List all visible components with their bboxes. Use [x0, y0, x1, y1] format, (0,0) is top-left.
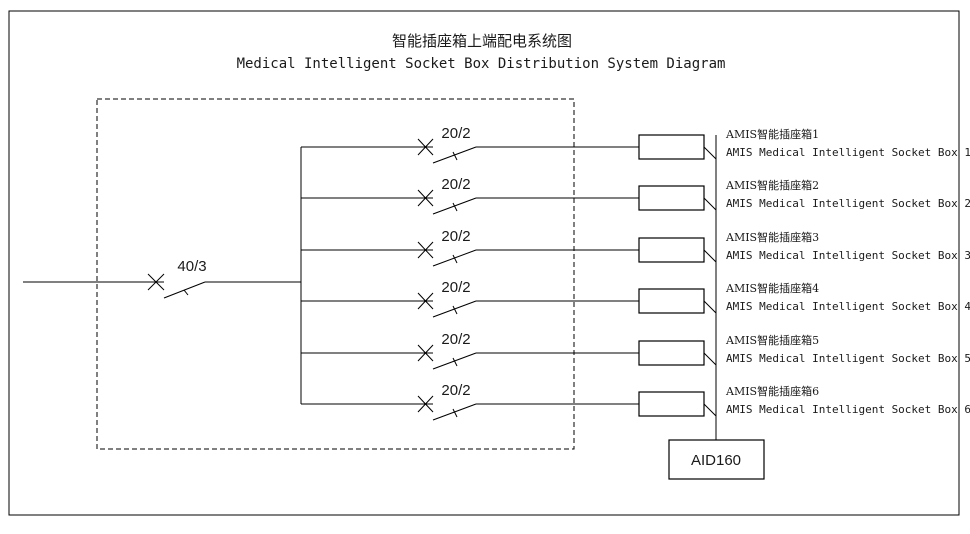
branch-breaker-tick — [452, 408, 458, 418]
socket-box-label-cn: AMIS智能插座箱2 — [725, 178, 819, 192]
branch-breaker-tick — [452, 202, 458, 212]
socket-box-label-cn: AMIS智能插座箱1 — [725, 127, 819, 141]
branch-breaker-tick — [452, 357, 458, 367]
branch-breaker-rating: 20/2 — [441, 382, 470, 399]
socket-box-bus-link — [703, 300, 717, 314]
socket-box-bus-link — [703, 403, 717, 417]
main-breaker-rating: 40/3 — [177, 258, 206, 275]
branch-breaker-rating: 20/2 — [441, 331, 470, 348]
branch-breaker-rating: 20/2 — [441, 228, 470, 245]
socket-box-bus-link — [703, 197, 717, 211]
socket-box-4 — [638, 288, 705, 314]
socket-box-1 — [638, 134, 705, 160]
socket-box-label-cn: AMIS智能插座箱4 — [725, 281, 819, 295]
branch-breaker-rating: 20/2 — [441, 125, 470, 142]
branch-breaker-tick — [452, 254, 458, 264]
outer-frame — [8, 10, 960, 516]
socket-box-6 — [638, 391, 705, 417]
socket-box-label-cn: AMIS智能插座箱6 — [725, 384, 819, 398]
branch-breaker-tick — [452, 305, 458, 315]
socket-box-label-cn: AMIS智能插座箱5 — [725, 333, 819, 347]
title-english: Medical Intelligent Socket Box Distribut… — [237, 56, 726, 72]
branch-breaker-tick — [452, 151, 458, 161]
socket-box-label-en: AMIS Medical Intelligent Socket Box 2 — [726, 197, 970, 210]
socket-box-label-en: AMIS Medical Intelligent Socket Box 1 — [726, 146, 970, 159]
socket-box-label-en: AMIS Medical Intelligent Socket Box 4 — [726, 300, 970, 313]
branch-breaker-cross-b — [417, 241, 434, 259]
socket-box-label-en: AMIS Medical Intelligent Socket Box 5 — [726, 352, 970, 365]
socket-box-bus-link — [703, 146, 717, 160]
branch-breaker-cross-b — [417, 292, 434, 310]
branch-breaker-cross-b — [417, 189, 434, 207]
branch-breaker-cross-b — [417, 395, 434, 413]
socket-box-2 — [638, 185, 705, 211]
monitor-unit-box — [668, 439, 765, 480]
socket-box-5 — [638, 340, 705, 366]
branch-breaker-rating: 20/2 — [441, 176, 470, 193]
title-chinese: 智能插座箱上端配电系统图 — [392, 32, 572, 50]
socket-box-3 — [638, 237, 705, 263]
socket-box-label-en: AMIS Medical Intelligent Socket Box 6 — [726, 403, 970, 416]
distribution-panel-boundary — [96, 98, 575, 450]
main-breaker — [147, 273, 301, 299]
branch-breaker-rating: 20/2 — [441, 279, 470, 296]
socket-box-label-en: AMIS Medical Intelligent Socket Box 3 — [726, 249, 970, 262]
socket-box-bus-link — [703, 352, 717, 366]
branch-breaker-cross-b — [417, 138, 434, 156]
monitor-unit-label: AID160 — [691, 452, 741, 469]
socket-box-label-cn: AMIS智能插座箱3 — [725, 230, 819, 244]
branch-breaker-cross-b — [417, 344, 434, 362]
socket-box-bus-link — [703, 249, 717, 263]
